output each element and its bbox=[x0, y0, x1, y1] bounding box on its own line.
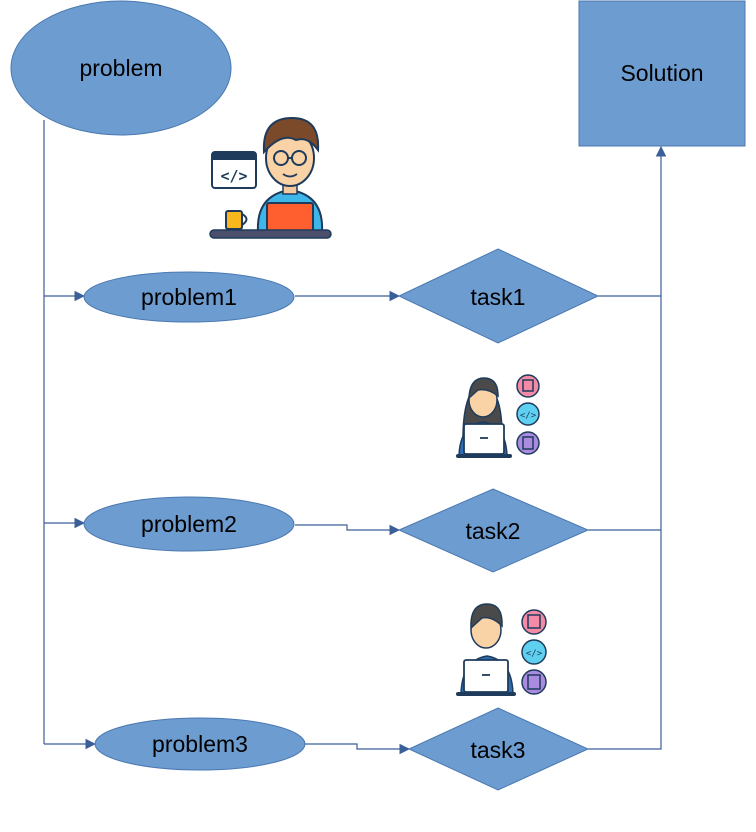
node-problem3[interactable]: problem3 bbox=[94, 717, 306, 771]
node-task1[interactable]: task1 bbox=[397, 248, 600, 344]
svg-text:</>: </> bbox=[220, 167, 247, 185]
male-developer-icon: </> bbox=[456, 603, 547, 696]
node-task3[interactable]: task3 bbox=[407, 707, 590, 791]
female-developer-icon: </> bbox=[456, 374, 540, 458]
edge-problem3-to-task3 bbox=[305, 743, 411, 755]
node-task2-label: task2 bbox=[466, 518, 521, 544]
node-task3-label: task3 bbox=[471, 737, 526, 763]
node-solution[interactable]: Solution bbox=[578, 0, 746, 147]
node-problem3-label: problem3 bbox=[152, 731, 248, 757]
edges bbox=[43, 120, 667, 755]
node-solution-label: Solution bbox=[620, 60, 703, 86]
node-problem1-label: problem1 bbox=[141, 284, 237, 310]
node-task1-label: task1 bbox=[471, 284, 526, 310]
node-problem2-label: problem2 bbox=[141, 511, 237, 537]
node-task2[interactable]: task2 bbox=[397, 488, 590, 573]
svg-text:</>: </> bbox=[526, 649, 543, 659]
edge-task3-to-solution bbox=[588, 145, 667, 750]
node-problem-label: problem bbox=[79, 55, 162, 81]
node-problem[interactable]: problem bbox=[10, 0, 232, 136]
developer-with-laptop-icon: </> bbox=[209, 116, 332, 239]
node-problem1[interactable]: problem1 bbox=[83, 271, 295, 323]
edge-problem2-to-task2 bbox=[295, 524, 401, 536]
node-problem2[interactable]: problem2 bbox=[83, 496, 295, 552]
svg-text:</>: </> bbox=[520, 411, 537, 421]
